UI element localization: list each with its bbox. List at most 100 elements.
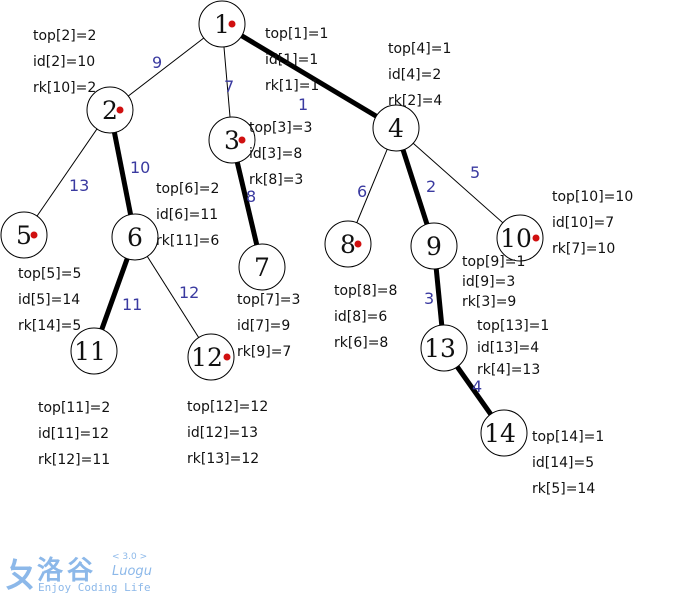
annotation-8-line-2: rk[6]=8 — [334, 335, 388, 351]
annotation-7-line-2: rk[9]=7 — [237, 344, 291, 360]
light-edge-4-10 — [395, 127, 521, 239]
node-label-13: 13 — [424, 334, 456, 363]
node-label-3: 3 — [224, 126, 240, 155]
marker-dot-10 — [532, 234, 540, 242]
node-circle-4 — [372, 104, 420, 152]
edge-weight-6-12: 12 — [179, 283, 199, 302]
annotation-5-line-1: id[5]=14 — [18, 292, 80, 308]
logo-tagline: Enjoy Coding Life — [38, 581, 151, 594]
edge-weight-4-9: 2 — [426, 177, 436, 196]
annotation-10-line-0: top[10]=10 — [552, 189, 633, 205]
annotation-9-line-1: id[9]=3 — [462, 274, 515, 290]
annotation-14-line-2: rk[5]=14 — [532, 481, 595, 497]
node-label-11: 11 — [74, 337, 106, 366]
annotation-5-line-0: top[5]=5 — [18, 266, 81, 282]
edge-weight-1-2: 9 — [152, 53, 162, 72]
marker-dot-12 — [223, 353, 231, 361]
node-label-14: 14 — [484, 419, 516, 448]
node-circle-11 — [70, 327, 118, 375]
logo-version: < 3.0 > — [112, 552, 148, 562]
edge-weight-3-7: 8 — [246, 187, 256, 206]
annotation-12-line-0: top[12]=12 — [187, 399, 268, 415]
edge-weight-1-4: 1 — [298, 95, 308, 114]
node-label-4: 4 — [388, 114, 404, 143]
node-label-8: 8 — [340, 230, 356, 259]
marker-dot-1 — [228, 20, 236, 28]
annotation-8-line-0: top[8]=8 — [334, 283, 397, 299]
edge-weight-4-10: 5 — [470, 163, 480, 182]
edge-weight-2-6: 10 — [130, 158, 150, 177]
annotation-2-line-1: id[2]=10 — [33, 54, 95, 70]
annotation-7-line-1: id[7]=9 — [237, 318, 290, 334]
annotation-8-line-1: id[8]=6 — [334, 309, 387, 325]
annotation-13-line-2: rk[4]=13 — [477, 362, 540, 378]
node-label-2: 2 — [102, 96, 118, 125]
annotation-10-line-2: rk[7]=10 — [552, 241, 615, 257]
annotation-4-line-2: rk[2]=4 — [388, 93, 442, 109]
annotation-12-line-1: id[12]=13 — [187, 425, 258, 441]
annotation-14-line-0: top[14]=1 — [532, 429, 604, 445]
marker-dot-8 — [354, 240, 362, 248]
node-label-9: 9 — [426, 232, 442, 261]
edge-weight-13-14: 4 — [472, 377, 482, 396]
annotation-1-line-2: rk[1]=1 — [265, 78, 319, 94]
node-label-7: 7 — [254, 253, 270, 282]
annotation-6-line-0: top[6]=2 — [156, 181, 219, 197]
annotation-2-line-0: top[2]=2 — [33, 28, 96, 44]
node-circle-13 — [420, 324, 468, 372]
annotation-14-line-1: id[14]=5 — [532, 455, 594, 471]
node-circle-1 — [198, 0, 246, 48]
node-circle-10 — [496, 214, 544, 262]
light-edge-6-12 — [134, 236, 212, 358]
annotation-13-line-0: top[13]=1 — [477, 318, 549, 334]
node-circle-3 — [208, 116, 256, 164]
annotation-11-line-1: id[11]=12 — [38, 426, 109, 442]
node-circle-9 — [410, 222, 458, 270]
node-circle-7 — [238, 243, 286, 291]
annotation-1-line-0: top[1]=1 — [265, 26, 328, 42]
annotation-10-line-1: id[10]=7 — [552, 215, 614, 231]
node-label-6: 6 — [127, 223, 143, 252]
node-label-10: 10 — [500, 224, 532, 253]
annotation-6-line-1: id[6]=11 — [156, 207, 218, 223]
node-circle-2 — [86, 86, 134, 134]
marker-dot-3 — [238, 136, 246, 144]
annotation-5-line-2: rk[14]=5 — [18, 318, 81, 334]
annotation-11-line-0: top[11]=2 — [38, 400, 110, 416]
annotation-12-line-2: rk[13]=12 — [187, 451, 259, 467]
node-label-12: 12 — [191, 343, 223, 372]
luogu-watermark: ㄆ 洛谷 < 3.0 > Luogu Enjoy Coding Life — [4, 548, 164, 596]
annotation-4-line-0: top[4]=1 — [388, 41, 451, 57]
annotation-13-line-1: id[13]=4 — [477, 340, 539, 356]
node-label-5: 5 — [16, 221, 32, 250]
annotation-2-line-2: rk[10]=2 — [33, 80, 96, 96]
annotation-7-line-0: top[7]=3 — [237, 292, 300, 308]
annotation-11-line-2: rk[12]=11 — [38, 452, 110, 468]
annotation-4-line-1: id[4]=2 — [388, 67, 441, 83]
edge-weight-1-3: 7 — [224, 77, 234, 96]
heavy-edge-1-4 — [220, 21, 398, 131]
light-edge-2-5 — [23, 109, 111, 236]
node-circle-12 — [187, 333, 235, 381]
edge-weight-2-5: 13 — [69, 176, 89, 195]
annotation-9-line-0: top[9]=1 — [462, 254, 525, 270]
marker-dot-5 — [30, 231, 38, 239]
node-label-1: 1 — [214, 10, 230, 39]
light-edge-1-2 — [109, 23, 223, 111]
annotation-1-line-1: id[1]=1 — [265, 52, 318, 68]
annotation-9-line-2: rk[3]=9 — [462, 294, 516, 310]
logo-name: 洛谷 — [37, 556, 98, 586]
edge-weight-6-11: 11 — [122, 295, 142, 314]
edge-weight-4-8: 6 — [357, 182, 367, 201]
node-circle-14 — [480, 409, 528, 457]
annotation-3-line-0: top[3]=3 — [249, 120, 312, 136]
node-circle-6 — [111, 213, 159, 261]
annotation-3-line-1: id[3]=8 — [249, 146, 302, 162]
marker-dot-2 — [116, 106, 124, 114]
logo-mark: ㄆ — [4, 556, 38, 596]
node-circle-8 — [324, 220, 372, 268]
edge-weight-9-13: 3 — [424, 289, 434, 308]
annotation-3-line-2: rk[8]=3 — [249, 172, 303, 188]
